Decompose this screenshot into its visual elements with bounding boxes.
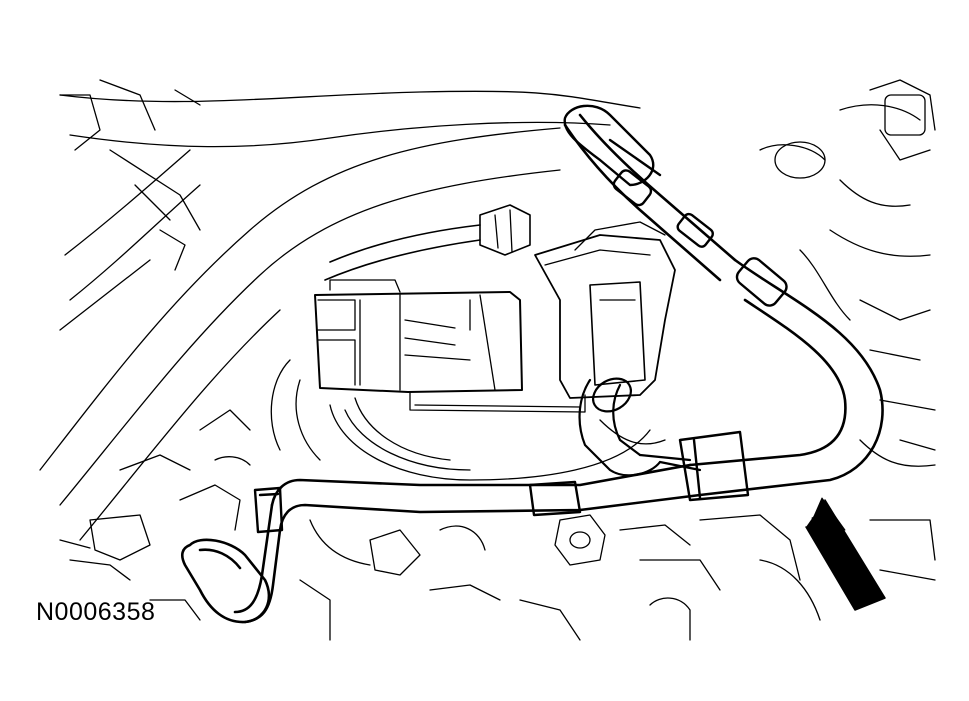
secondary-hose	[578, 377, 702, 477]
vacuum-hose	[180, 113, 884, 624]
direction-arrow	[805, 497, 886, 611]
figure-id-label: N0006358	[36, 598, 156, 626]
valve-upper-tube	[324, 204, 531, 281]
solenoid-valve	[270, 221, 676, 481]
upper-left-components	[59, 79, 201, 271]
hose-clamps	[253, 104, 788, 534]
lower-hardware	[89, 439, 936, 641]
background-hose-lines	[39, 90, 641, 541]
upper-right-components	[759, 79, 936, 467]
lower-left-details	[59, 409, 251, 621]
